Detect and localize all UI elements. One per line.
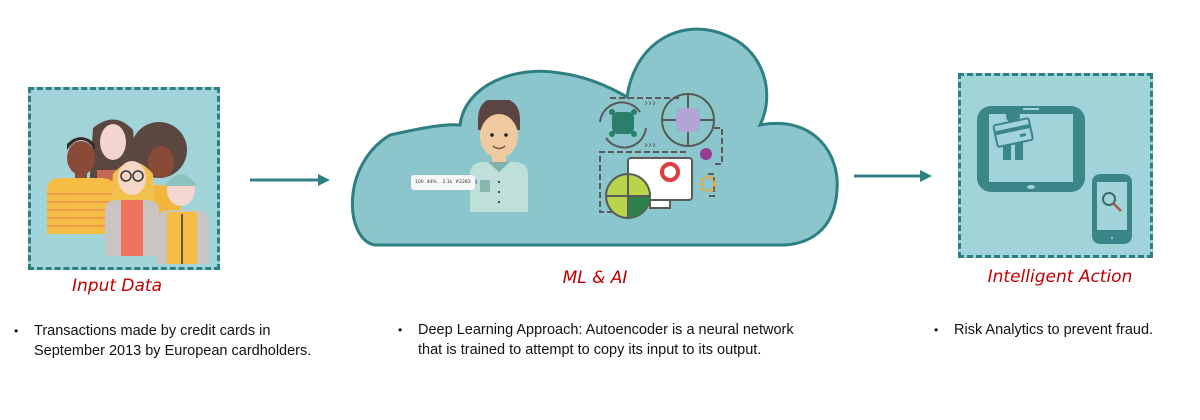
ml-ai-bullet: • Deep Learning Approach: Autoencoder is… <box>398 320 818 360</box>
bullet-marker: • <box>398 323 403 337</box>
toolbar-right-text: 2.1k <box>442 180 453 185</box>
tablet-and-phone-analytics-icon <box>977 106 1132 244</box>
intelligent-action-panel <box>958 73 1153 258</box>
toolbar-mid-text: 44% <box>426 180 437 185</box>
ml-ai-title: ML & AI <box>562 268 628 288</box>
intelligent-action-title: Intelligent Action <box>987 267 1133 287</box>
svg-text:›››: ››› <box>644 98 656 109</box>
input-data-panel <box>28 87 220 270</box>
input-data-bullet: • Transactions made by credit cards in S… <box>14 321 314 361</box>
upload-icon[interactable]: ⬆ <box>473 179 479 186</box>
ml-ai-description: Deep Learning Approach: Autoencoder is a… <box>418 322 794 358</box>
input-data-description: Transactions made by credit cards in Sep… <box>34 323 312 359</box>
flow-arrow-icon <box>250 174 330 186</box>
intelligent-action-bullet: • Risk Analytics to prevent fraud. <box>934 320 1194 340</box>
recording-toolbar[interactable]: 100 44% 2.1k #2283 ⬆ <box>411 175 479 190</box>
group-of-people-icon <box>47 119 209 264</box>
bullet-marker: • <box>14 324 19 338</box>
data-scientist-icon <box>470 100 528 212</box>
toolbar-code-text: #2283 <box>455 180 471 185</box>
flow-arrow-icon <box>854 170 932 182</box>
ml-process-icon: ››› ››› <box>599 93 723 219</box>
toolbar-left-text: 100 <box>415 180 424 185</box>
intelligent-action-description: Risk Analytics to prevent fraud. <box>954 322 1154 338</box>
bullet-marker: • <box>934 323 939 337</box>
input-data-title: Input Data <box>71 276 162 296</box>
svg-text:›››: ››› <box>644 140 656 151</box>
